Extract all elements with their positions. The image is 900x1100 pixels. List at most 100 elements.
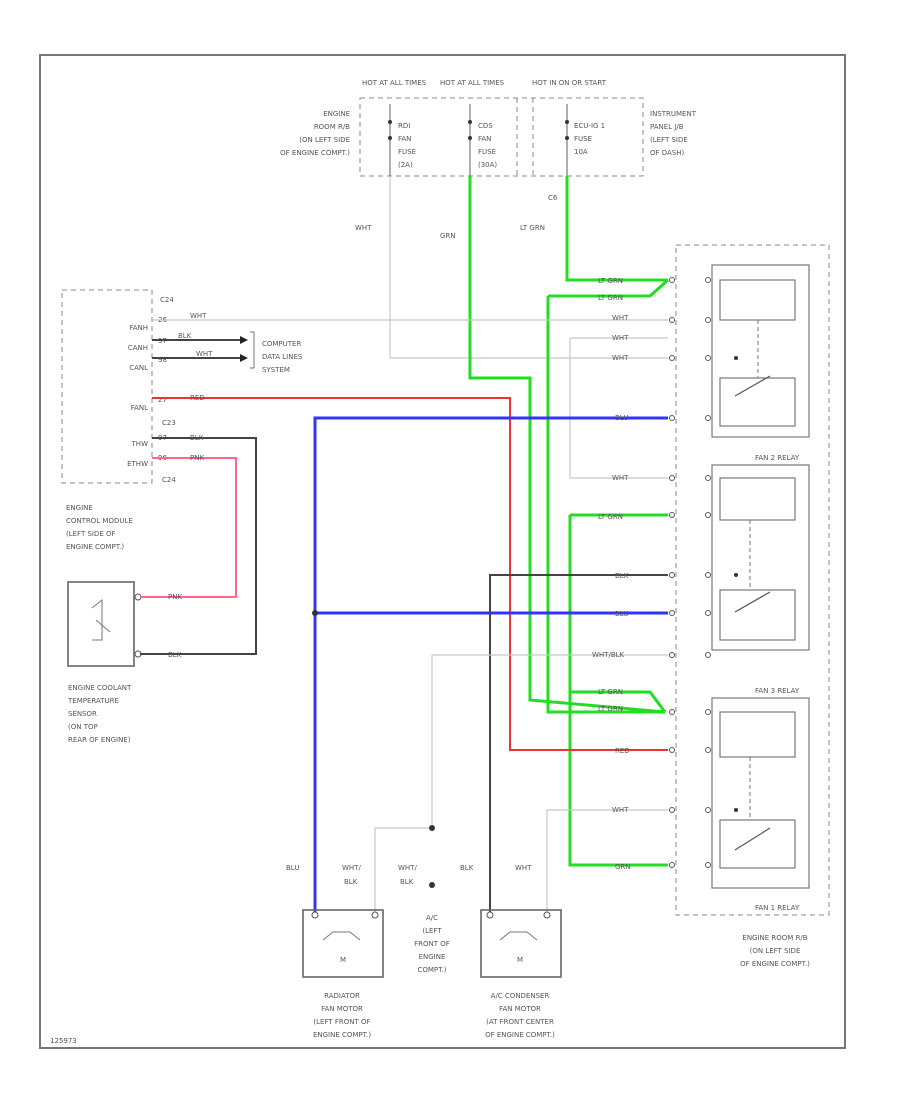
radiator-fan-motor: M RADIATOR FAN MOTOR (LEFT FRONT OF ENGI… bbox=[302, 909, 384, 1039]
svg-text:(ON LEFT SIDE: (ON LEFT SIDE bbox=[750, 947, 801, 955]
svg-text:BLK: BLK bbox=[178, 332, 192, 340]
hot-header-2: HOT AT ALL TIMES bbox=[440, 79, 505, 87]
svg-text:ENGINE: ENGINE bbox=[419, 953, 446, 961]
svg-text:ENGINE: ENGINE bbox=[323, 110, 350, 118]
fuse-2: CDS FAN FUSE (30A) bbox=[468, 104, 497, 176]
svg-text:SENSOR: SENSOR bbox=[68, 710, 97, 718]
svg-text:FUSE: FUSE bbox=[398, 148, 416, 156]
wire-wht-fuse1 bbox=[389, 176, 668, 359]
wire-blk-condenser bbox=[489, 574, 668, 915]
svg-text:ENGINE: ENGINE bbox=[66, 504, 93, 512]
svg-text:COMPT.): COMPT.) bbox=[417, 966, 446, 974]
engine-control-module: FANH CANH CANL FANL THW ETHW C24 C23 C24… bbox=[61, 289, 176, 551]
svg-text:(LEFT FRONT OF: (LEFT FRONT OF bbox=[313, 1018, 370, 1026]
svg-text:BLK: BLK bbox=[190, 434, 204, 442]
svg-text:INSTRUMENT: INSTRUMENT bbox=[650, 110, 697, 118]
svg-text:LT GRN: LT GRN bbox=[598, 688, 623, 696]
svg-text:OF ENGINE COMPT.): OF ENGINE COMPT.) bbox=[485, 1031, 555, 1039]
svg-text:(LEFT: (LEFT bbox=[422, 927, 442, 935]
svg-text:DATA LINES: DATA LINES bbox=[262, 353, 303, 361]
svg-text:RDI: RDI bbox=[398, 122, 410, 130]
svg-text:LT GRN: LT GRN bbox=[598, 277, 623, 285]
svg-text:(LEFT SIDE OF: (LEFT SIDE OF bbox=[66, 530, 116, 538]
ac-condenser-fan-motor: M A/C CONDENSER FAN MOTOR (AT FRONT CENT… bbox=[480, 909, 562, 1039]
wire-blu bbox=[313, 416, 668, 915]
svg-text:ECU-IG 1: ECU-IG 1 bbox=[574, 122, 605, 130]
svg-text:ENGINE COMPT.): ENGINE COMPT.) bbox=[313, 1031, 371, 1039]
svg-text:BLK: BLK bbox=[400, 878, 414, 886]
svg-text:ETHW: ETHW bbox=[127, 460, 148, 468]
svg-text:C24: C24 bbox=[160, 296, 174, 304]
svg-text:FAN MOTOR: FAN MOTOR bbox=[321, 1005, 363, 1013]
svg-text:WHT: WHT bbox=[612, 354, 629, 362]
svg-text:WHT/: WHT/ bbox=[342, 864, 361, 872]
svg-text:WHT: WHT bbox=[612, 314, 629, 322]
svg-text:CONTROL MODULE: CONTROL MODULE bbox=[66, 517, 133, 525]
svg-text:A/C CONDENSER: A/C CONDENSER bbox=[491, 992, 550, 1000]
svg-text:CANH: CANH bbox=[128, 344, 148, 352]
svg-text:PNK: PNK bbox=[168, 593, 182, 601]
svg-text:ROOM R/B: ROOM R/B bbox=[314, 123, 350, 131]
svg-text:FAN MOTOR: FAN MOTOR bbox=[499, 1005, 541, 1013]
relay-pins bbox=[669, 277, 738, 868]
relay-block: FAN 2 RELAY FAN 3 RELAY FAN 1 RELAY bbox=[669, 244, 830, 968]
svg-text:REAR OF ENGINE): REAR OF ENGINE) bbox=[68, 736, 131, 744]
svg-text:(2A): (2A) bbox=[398, 161, 413, 169]
svg-text:FRONT OF: FRONT OF bbox=[414, 940, 450, 948]
svg-text:M: M bbox=[340, 956, 346, 964]
svg-text:TEMPERATURE: TEMPERATURE bbox=[67, 697, 119, 705]
diagram-frame bbox=[39, 54, 846, 1049]
svg-text:FANL: FANL bbox=[131, 404, 148, 412]
fan-1-relay bbox=[711, 264, 810, 438]
svg-text:OF DASH): OF DASH) bbox=[650, 149, 685, 157]
svg-text:RED: RED bbox=[615, 747, 630, 755]
svg-text:WHT: WHT bbox=[515, 864, 532, 872]
svg-text:C23: C23 bbox=[162, 419, 176, 427]
svg-text:RED: RED bbox=[190, 394, 205, 402]
svg-text:OF ENGINE COMPT.): OF ENGINE COMPT.) bbox=[740, 960, 810, 968]
svg-text:ENGINE COOLANT: ENGINE COOLANT bbox=[68, 684, 132, 692]
svg-text:WHT: WHT bbox=[612, 474, 629, 482]
svg-text:(30A): (30A) bbox=[478, 161, 497, 169]
svg-text:BLK: BLK bbox=[460, 864, 474, 872]
svg-text:M: M bbox=[517, 956, 523, 964]
fuse-block: HOT AT ALL TIMES HOT AT ALL TIMES HOT IN… bbox=[280, 79, 697, 202]
svg-text:FAN: FAN bbox=[398, 135, 411, 143]
wire-ltgrn-c6 bbox=[565, 176, 668, 282]
svg-text:GRN: GRN bbox=[440, 232, 456, 240]
fuse-3: ECU-IG 1 FUSE 10A bbox=[565, 104, 605, 176]
footer-code: 125973 bbox=[50, 1037, 77, 1045]
svg-text:COMPUTER: COMPUTER bbox=[262, 340, 301, 348]
hot-header-3: HOT IN ON OR START bbox=[532, 79, 607, 87]
svg-text:BLK: BLK bbox=[615, 572, 629, 580]
svg-text:WHT: WHT bbox=[612, 334, 629, 342]
svg-text:98: 98 bbox=[158, 356, 167, 364]
svg-text:BLU: BLU bbox=[615, 610, 628, 618]
instrument-panel-jb-label: INSTRUMENT PANEL J/B (LEFT SIDE OF DASH) bbox=[650, 110, 697, 157]
svg-text:BLU: BLU bbox=[286, 864, 299, 872]
svg-text:LT GRN: LT GRN bbox=[598, 513, 623, 521]
connector-c6: C6 bbox=[548, 194, 558, 202]
coolant-temp-sensor: ENGINE COOLANT TEMPERATURE SENSOR (ON TO… bbox=[67, 581, 142, 744]
svg-text:CANL: CANL bbox=[129, 364, 148, 372]
svg-text:(ON TOP: (ON TOP bbox=[68, 723, 98, 731]
svg-text:FUSE: FUSE bbox=[574, 135, 592, 143]
svg-text:ENGINE COMPT.): ENGINE COMPT.) bbox=[66, 543, 124, 551]
svg-text:PANEL J/B: PANEL J/B bbox=[650, 123, 684, 131]
svg-text:ENGINE ROOM R/B: ENGINE ROOM R/B bbox=[742, 934, 807, 942]
svg-text:BLK: BLK bbox=[168, 651, 182, 659]
svg-text:WHT: WHT bbox=[190, 312, 207, 320]
hot-header-1: HOT AT ALL TIMES bbox=[362, 79, 427, 87]
svg-text:CDS: CDS bbox=[478, 122, 493, 130]
svg-text:PNK: PNK bbox=[190, 454, 204, 462]
svg-text:(AT FRONT CENTER: (AT FRONT CENTER bbox=[486, 1018, 554, 1026]
fuse-1: RDI FAN FUSE (2A) bbox=[388, 104, 416, 176]
fan-2-relay: FAN 2 RELAY bbox=[711, 454, 810, 651]
svg-text:OF ENGINE COMPT.): OF ENGINE COMPT.) bbox=[280, 149, 350, 157]
svg-text:WHT: WHT bbox=[355, 224, 372, 232]
svg-text:WHT: WHT bbox=[196, 350, 213, 358]
engine-room-rb-label: ENGINE ROOM R/B (ON LEFT SIDE OF ENGINE … bbox=[280, 110, 350, 157]
fan-1-relay-label: FAN 1 RELAY bbox=[755, 904, 800, 912]
svg-text:FAN 2 RELAY: FAN 2 RELAY bbox=[755, 454, 800, 462]
svg-text:WHT: WHT bbox=[612, 806, 629, 814]
